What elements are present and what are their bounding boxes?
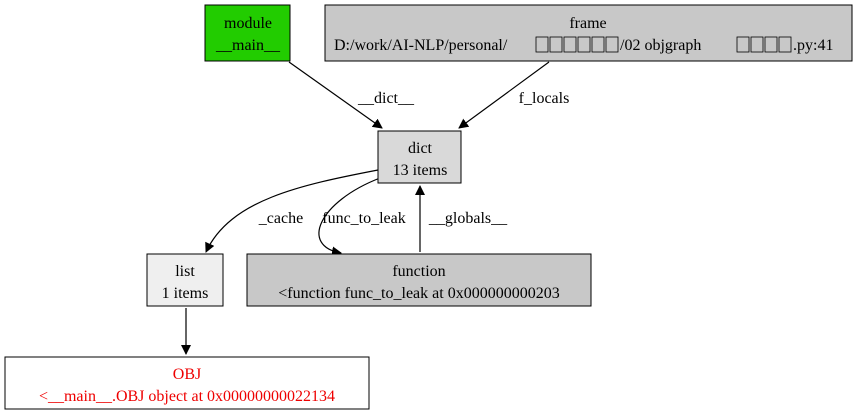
- frame-path-glyph-placeholders-2: [736, 36, 792, 53]
- node-module[interactable]: module __main__: [204, 4, 291, 62]
- edge-label-f-locals: f_locals: [519, 90, 570, 107]
- node-module-type: module: [224, 15, 272, 32]
- node-dict-type: dict: [408, 140, 433, 157]
- node-dict[interactable]: dict 13 items: [377, 130, 462, 184]
- node-list-box: [146, 253, 224, 307]
- node-list-count: 1 items: [162, 285, 209, 302]
- node-function-type: function: [392, 263, 445, 280]
- node-function[interactable]: function <function func_to_leak at 0x000…: [246, 253, 592, 307]
- node-dict-count: 13 items: [393, 162, 448, 179]
- node-function-repr: <function func_to_leak at 0x000000000203: [278, 285, 559, 302]
- node-frame-path-prefix: D:/work/AI-NLP/personal/: [334, 37, 508, 54]
- edge-label-dict: __dict__: [357, 90, 415, 107]
- node-frame[interactable]: frame D:/work/AI-NLP/personal/ /02 objgr…: [324, 4, 853, 62]
- edge-label-globals: __globals__: [428, 210, 508, 227]
- edge-label-func-to-leak: func_to_leak: [322, 210, 406, 227]
- node-frame-type: frame: [569, 15, 606, 32]
- node-frame-path-mid: /02 objgraph: [620, 37, 701, 54]
- node-function-box: [246, 253, 592, 307]
- node-list[interactable]: list 1 items: [146, 253, 224, 307]
- node-module-box: [204, 4, 291, 62]
- edge-frame-to-dict: [458, 61, 550, 129]
- node-dict-box: [377, 130, 462, 184]
- node-module-name: __main__: [215, 37, 281, 54]
- edge-label-cache: _cache: [258, 210, 303, 227]
- edge-dict-to-list: [205, 169, 379, 253]
- node-obj-repr: <__main__.OBJ object at 0x00000000022134: [39, 388, 335, 405]
- node-obj[interactable]: OBJ <__main__.OBJ object at 0x0000000002…: [4, 356, 370, 410]
- frame-path-glyph-placeholders-1: [535, 36, 619, 53]
- node-list-type: list: [175, 263, 195, 280]
- edge-dict-to-function: [318, 177, 381, 257]
- node-obj-type: OBJ: [173, 366, 201, 383]
- node-obj-box: [4, 356, 370, 410]
- edge-module-to-dict: [288, 61, 383, 129]
- node-frame-path-suffix: .py:41: [793, 37, 833, 54]
